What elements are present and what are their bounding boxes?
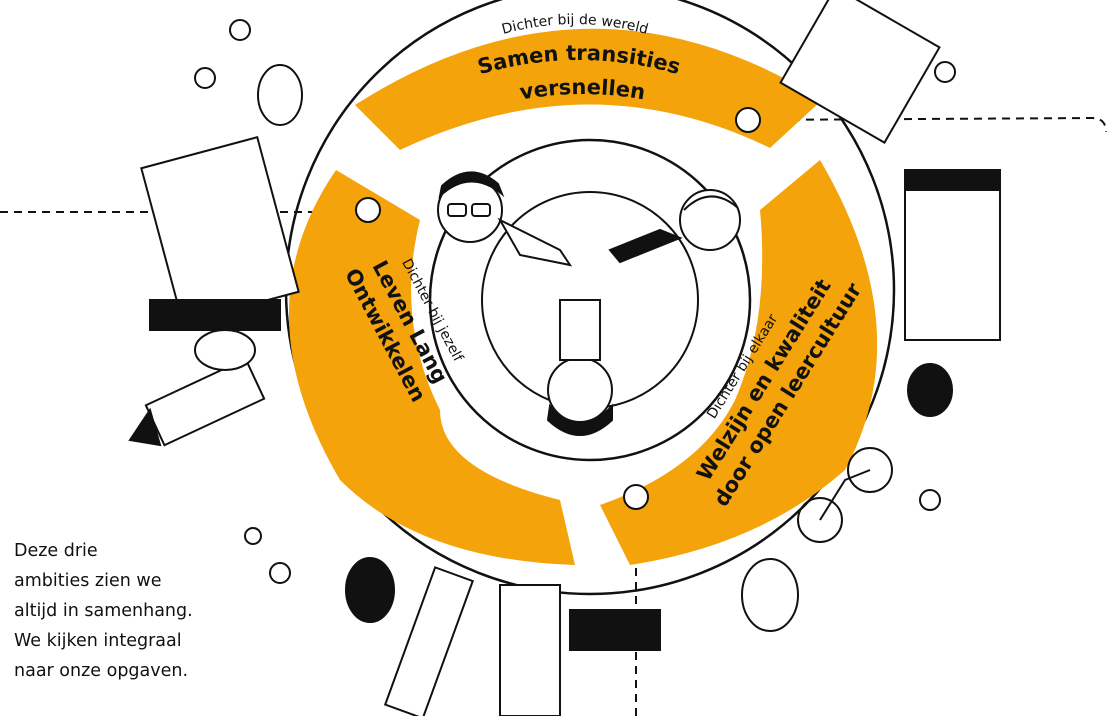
caption-line: ambities zien we xyxy=(14,571,162,591)
dot-bottom[interactable] xyxy=(623,484,649,510)
person-icon xyxy=(546,299,613,436)
center-illustration xyxy=(428,138,752,462)
tree-icon xyxy=(194,64,953,632)
building-icon xyxy=(140,135,300,331)
dot-top[interactable] xyxy=(735,107,761,133)
sector-right xyxy=(600,160,878,565)
caption: Deze drie ambities zien we altijd in sam… xyxy=(14,536,254,686)
caption-line: altijd in samenhang. xyxy=(14,601,193,621)
bicycle-icon xyxy=(797,447,893,543)
building-icon xyxy=(779,0,1001,341)
person-icon xyxy=(194,19,956,584)
sector-top xyxy=(355,28,822,150)
sector-left xyxy=(288,170,575,565)
connector-dots xyxy=(355,107,761,510)
connector-top-right xyxy=(749,116,1107,133)
caption-line: Deze drie xyxy=(14,541,98,561)
person-icon xyxy=(608,189,741,264)
dot-left[interactable] xyxy=(355,197,381,223)
building-icon xyxy=(383,566,661,716)
city-silhouettes xyxy=(128,0,1001,716)
sectors xyxy=(288,28,878,565)
ball-icon xyxy=(244,527,262,545)
church-tower-icon xyxy=(128,357,266,447)
caption-line: We kijken integraal xyxy=(14,631,182,651)
caption-line: naar onze opgaven. xyxy=(14,661,189,681)
person-icon xyxy=(437,171,573,267)
